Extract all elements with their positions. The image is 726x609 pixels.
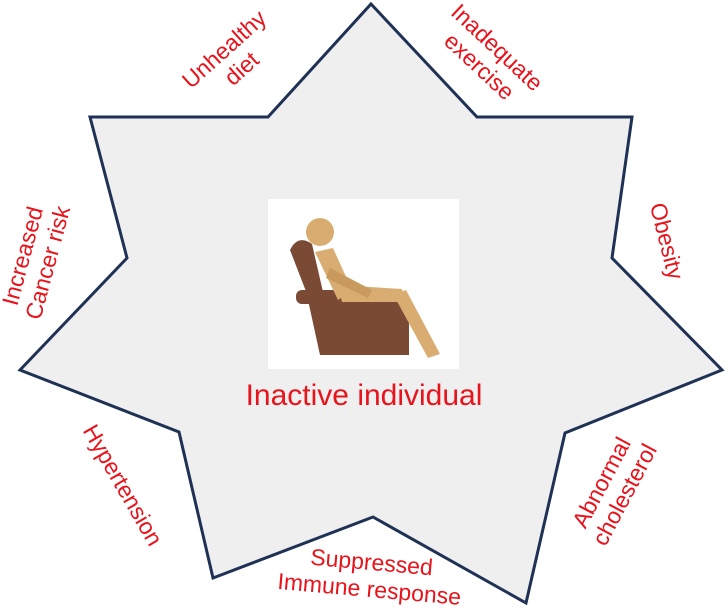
label-unhealthy-diet: Unhealthy diet xyxy=(177,4,272,93)
person-leg xyxy=(393,290,440,358)
person-head xyxy=(306,218,334,246)
inactive-person-icon xyxy=(268,199,459,369)
label-cancer-risk: Increased Cancer risk xyxy=(0,203,75,323)
unhealthy-diet-line-1: Unhealthy xyxy=(177,4,272,93)
hypertension-line-1: Hypertension xyxy=(78,420,168,550)
label-abnormal-cholesterol: Abnormal cholesterol xyxy=(567,433,662,550)
center-label: Inactive individual xyxy=(246,379,483,412)
chair-seat xyxy=(308,292,410,355)
person-arm xyxy=(326,268,372,298)
label-hypertension: Hypertension xyxy=(78,420,168,550)
label-obesity: Obesity xyxy=(645,200,689,282)
obesity-line-1: Obesity xyxy=(645,200,689,282)
